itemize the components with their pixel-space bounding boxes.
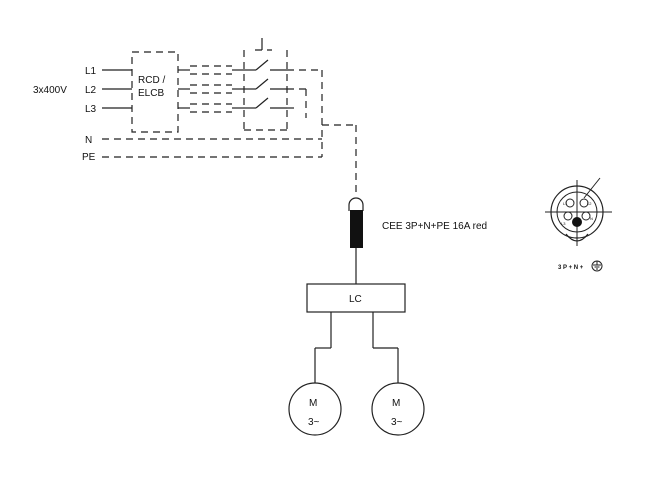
motor-1	[288, 382, 342, 436]
motor-2	[371, 382, 425, 436]
motor-1-letter: M	[309, 398, 317, 409]
cee-socket-symbol: L1 L2 L3 N	[545, 177, 612, 246]
earth-label: PE	[82, 152, 96, 163]
motor-2-letter: M	[392, 398, 400, 409]
line-l2-label: L2	[85, 85, 97, 96]
connector-plug-body	[350, 210, 363, 248]
contactor-switch	[243, 38, 288, 131]
socket-caption: 3 P + N +	[558, 265, 584, 271]
socket-pin-n: N	[590, 216, 593, 221]
socket-pin-l2: L2	[587, 201, 592, 206]
socket-pin-l1: L1	[563, 201, 568, 206]
motor-2-phase: 3~	[391, 417, 403, 428]
motor-1-phase: 3~	[308, 417, 320, 428]
motor-feed-lines	[314, 312, 399, 383]
rcd-label-line1: RCD /	[138, 75, 165, 86]
rcd-label-line2: ELCB	[138, 88, 164, 99]
line-l3-label: L3	[85, 104, 97, 115]
socket-pin-l3: L3	[561, 221, 566, 226]
supply-lines	[102, 69, 132, 109]
rcd-elcb-box	[131, 51, 179, 133]
earth-ground-icon	[591, 260, 603, 272]
rcd-output-lines	[178, 69, 190, 109]
outgoing-lines	[102, 69, 357, 195]
supply-voltage-label: 3x400V	[33, 85, 67, 96]
cee-connector	[348, 197, 364, 284]
neutral-label: N	[85, 135, 92, 146]
connector-label: CEE 3P+N+PE 16A red	[382, 221, 487, 232]
controller-label: LC	[349, 294, 362, 305]
line-l1-label: L1	[85, 66, 97, 77]
breaker-group	[190, 65, 244, 113]
controller-box	[306, 283, 406, 313]
